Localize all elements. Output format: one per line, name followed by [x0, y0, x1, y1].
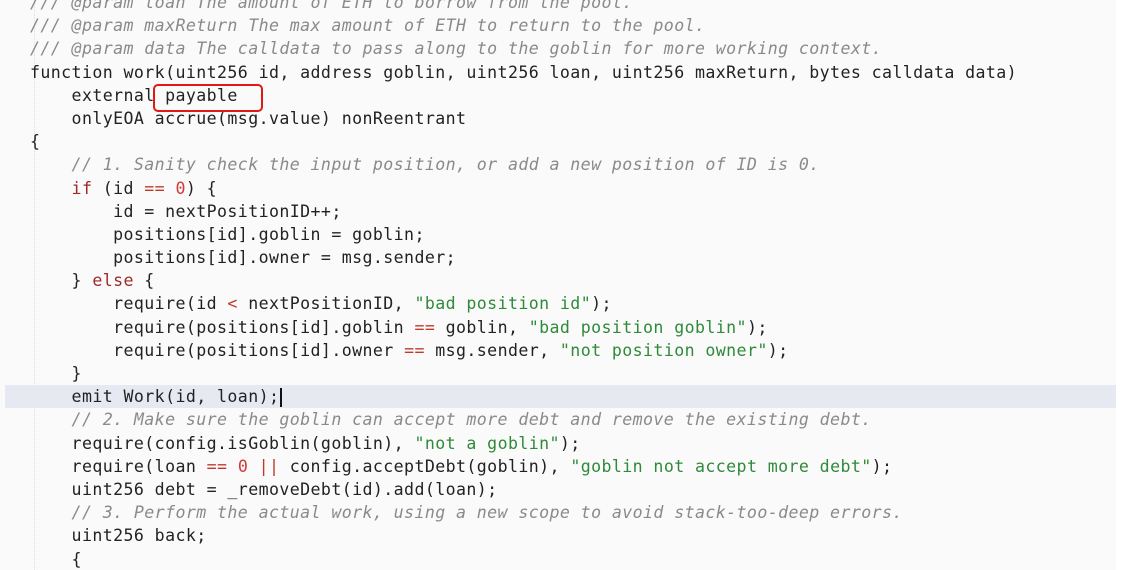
number-token: 0 — [175, 178, 186, 198]
keyword-token: else — [92, 271, 134, 291]
code-line[interactable]: function work(uint256 id, address goblin… — [0, 61, 1116, 84]
code-line[interactable]: positions[id].owner = msg.sender; — [0, 246, 1116, 269]
code-token: require(config.isGoblin(goblin), — [30, 433, 415, 453]
code-token: ); — [871, 456, 893, 476]
code-token: } — [30, 271, 93, 291]
code-line[interactable]: require(loan == 0 || config.acceptDebt(g… — [0, 455, 1116, 478]
code-token: { — [30, 132, 41, 152]
operator-token: == — [414, 317, 436, 337]
code-line[interactable]: /// @param loan The amount of ETH to bor… — [0, 0, 1116, 14]
comment-token: /// @param loan The amount of ETH to bor… — [30, 0, 633, 12]
comment-token: // 1. Sanity check the input position, o… — [30, 155, 820, 175]
operator-token: || — [258, 456, 280, 476]
string-token: "bad position goblin" — [528, 317, 747, 337]
code-token: (id — [92, 178, 145, 198]
code-line[interactable]: require(positions[id].goblin == goblin, … — [0, 316, 1116, 339]
code-token: id = nextPositionID++; — [30, 201, 342, 221]
operator-token: < — [227, 294, 238, 314]
code-token: { — [30, 549, 82, 569]
keyword-token: if — [30, 178, 93, 198]
code-token: require(id — [30, 294, 228, 314]
code-token: require(loan — [30, 456, 207, 476]
code-token: require(positions[id].owner — [30, 340, 405, 360]
code-token: { — [133, 271, 155, 291]
code-token: msg.sender, — [424, 340, 560, 360]
code-token: ) { — [185, 178, 218, 198]
code-line[interactable]: onlyEOA accrue(msg.value) nonReentrant — [0, 107, 1116, 130]
code-line[interactable]: } — [0, 362, 1116, 385]
string-token: "not position owner" — [559, 340, 768, 360]
operator-token: == — [206, 456, 228, 476]
code-line[interactable]: } else { — [0, 269, 1116, 292]
comment-token: // 2. Make sure the goblin can accept mo… — [30, 410, 872, 430]
code-line[interactable]: // 2. Make sure the goblin can accept mo… — [0, 408, 1116, 431]
code-token: require(positions[id].goblin — [30, 317, 415, 337]
code-line[interactable]: // 3. Perform the actual work, using a n… — [0, 501, 1116, 524]
number-token: 0 — [237, 456, 249, 476]
code-line[interactable]: require(positions[id].owner == msg.sende… — [0, 339, 1116, 362]
code-token: ); — [591, 294, 612, 314]
code-token: config.acceptDebt(goblin), — [279, 456, 571, 476]
string-token: "bad position id" — [414, 294, 592, 314]
code-token: goblin, — [435, 317, 529, 337]
code-token: } — [30, 364, 82, 383]
code-token — [227, 457, 237, 476]
comment-token: /// @param maxReturn The max amount of E… — [30, 16, 706, 36]
code-token: function work(uint256 id, address goblin… — [30, 62, 1018, 82]
code-line[interactable]: { — [0, 548, 1116, 570]
code-line[interactable]: positions[id].goblin = goblin; — [0, 223, 1116, 246]
code-line[interactable]: require(config.isGoblin(goblin), "not a … — [0, 432, 1116, 455]
code-line[interactable]: { — [0, 130, 1116, 153]
code-line[interactable]: uint256 back; — [0, 524, 1116, 547]
text-cursor — [280, 388, 283, 408]
code-token: nextPositionID, — [237, 294, 415, 314]
code-token — [248, 457, 258, 476]
code-token: uint256 back; — [30, 526, 207, 546]
code-line[interactable]: external payable — [0, 84, 1116, 107]
operator-token: == — [144, 178, 166, 198]
code-token: ); — [746, 317, 768, 337]
string-token: "goblin not accept more debt" — [570, 456, 872, 476]
comment-token: // 3. Perform the actual work, using a n… — [30, 503, 903, 523]
code-line-current[interactable]: emit Work(id, loan); — [5, 385, 1116, 409]
code-token: positions[id].goblin = goblin; — [30, 224, 425, 244]
code-token: uint256 debt = _removeDebt(id).add(loan)… — [30, 479, 498, 499]
code-line[interactable]: /// @param data The calldata to pass alo… — [0, 37, 1116, 60]
indent-guide — [34, 0, 35, 570]
code-token — [165, 179, 175, 198]
code-line[interactable]: if (id == 0) { — [0, 177, 1116, 200]
code-line[interactable]: id = nextPositionID++; — [0, 200, 1116, 223]
code-token: ); — [559, 433, 581, 453]
code-token: ); — [767, 340, 789, 360]
string-token: "not a goblin" — [414, 433, 560, 453]
code-token: external payable — [30, 85, 238, 105]
comment-token: /// @param data The calldata to pass alo… — [30, 39, 883, 59]
code-line[interactable]: require(id < nextPositionID, "bad positi… — [0, 292, 1116, 315]
code-token: onlyEOA accrue(msg.value) nonReentrant — [30, 108, 467, 128]
code-line[interactable]: // 1. Sanity check the input position, o… — [0, 153, 1116, 176]
operator-token: == — [404, 340, 425, 360]
code-token: emit Work(id, loan); — [30, 387, 280, 407]
code-line[interactable]: uint256 debt = _removeDebt(id).add(loan)… — [0, 478, 1116, 501]
code-token: positions[id].owner = msg.sender; — [30, 248, 457, 268]
code-line[interactable]: /// @param maxReturn The max amount of E… — [0, 14, 1116, 37]
